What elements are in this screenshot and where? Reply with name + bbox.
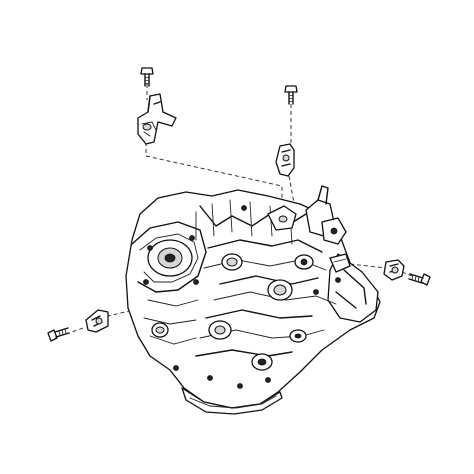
bracket-left-icon bbox=[137, 93, 177, 145]
clamp-right-icon bbox=[383, 259, 405, 281]
bracket-right-icon bbox=[275, 143, 295, 177]
bolt-left-icon bbox=[47, 327, 70, 342]
bolt-top-left-icon bbox=[140, 67, 154, 87]
bolt-right-icon bbox=[408, 273, 431, 286]
clamp-left-icon bbox=[85, 309, 109, 333]
bolt-top-right-icon bbox=[284, 85, 298, 105]
transaxle-icon bbox=[125, 185, 381, 415]
